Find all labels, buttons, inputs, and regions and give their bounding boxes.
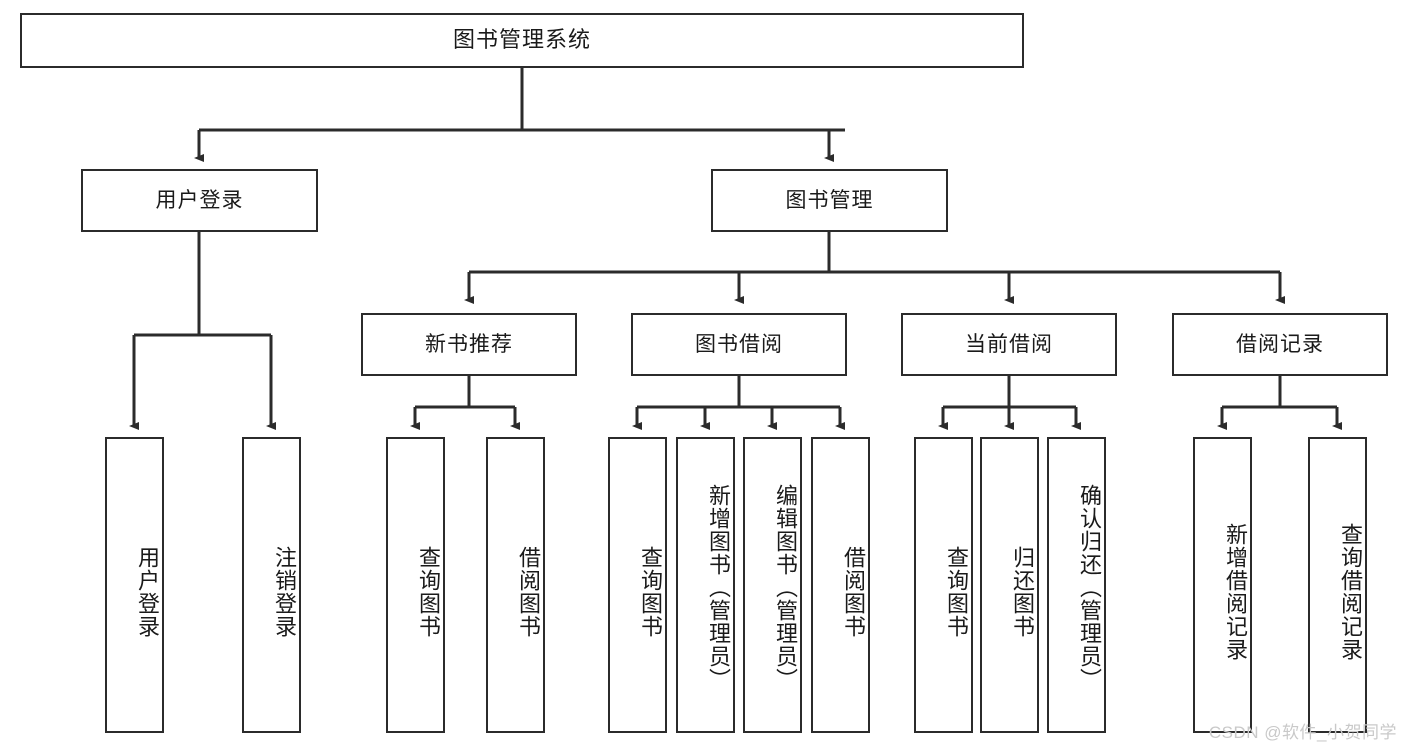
leaf-add-book-admin[interactable]: 新增图书（管理员） xyxy=(676,437,735,733)
leaf-edit-book-admin[interactable]: 编辑图书（管理员） xyxy=(743,437,802,733)
leaf-borrow-book-recommend[interactable]: 借阅图书 xyxy=(486,437,545,733)
leaf-add-borrow-record[interactable]: 新增借阅记录 xyxy=(1193,437,1252,733)
leaf-return-book[interactable]: 归还图书 xyxy=(980,437,1039,733)
leaf-user-login[interactable]: 用户登录 xyxy=(105,437,164,733)
csdn-watermark: CSDN @软件_小贺同学 xyxy=(1208,723,1397,742)
leaf-logout-login[interactable]: 注销登录 xyxy=(242,437,301,733)
leaf-query-book-borrow[interactable]: 查询图书 xyxy=(608,437,667,733)
node-borrow-record[interactable]: 借阅记录 xyxy=(1172,313,1388,376)
node-current-borrow[interactable]: 当前借阅 xyxy=(901,313,1117,376)
leaf-query-book-recommend[interactable]: 查询图书 xyxy=(386,437,445,733)
node-book-borrow[interactable]: 图书借阅 xyxy=(631,313,847,376)
leaf-confirm-return-admin[interactable]: 确认归还（管理员） xyxy=(1047,437,1106,733)
node-root-system[interactable]: 图书管理系统 xyxy=(20,13,1024,68)
node-book-management[interactable]: 图书管理 xyxy=(711,169,948,232)
leaf-query-borrow-record[interactable]: 查询借阅记录 xyxy=(1308,437,1367,733)
leaf-borrow-book[interactable]: 借阅图书 xyxy=(811,437,870,733)
leaf-query-book-current[interactable]: 查询图书 xyxy=(914,437,973,733)
node-user-login[interactable]: 用户登录 xyxy=(81,169,318,232)
node-new-book-recommend[interactable]: 新书推荐 xyxy=(361,313,577,376)
